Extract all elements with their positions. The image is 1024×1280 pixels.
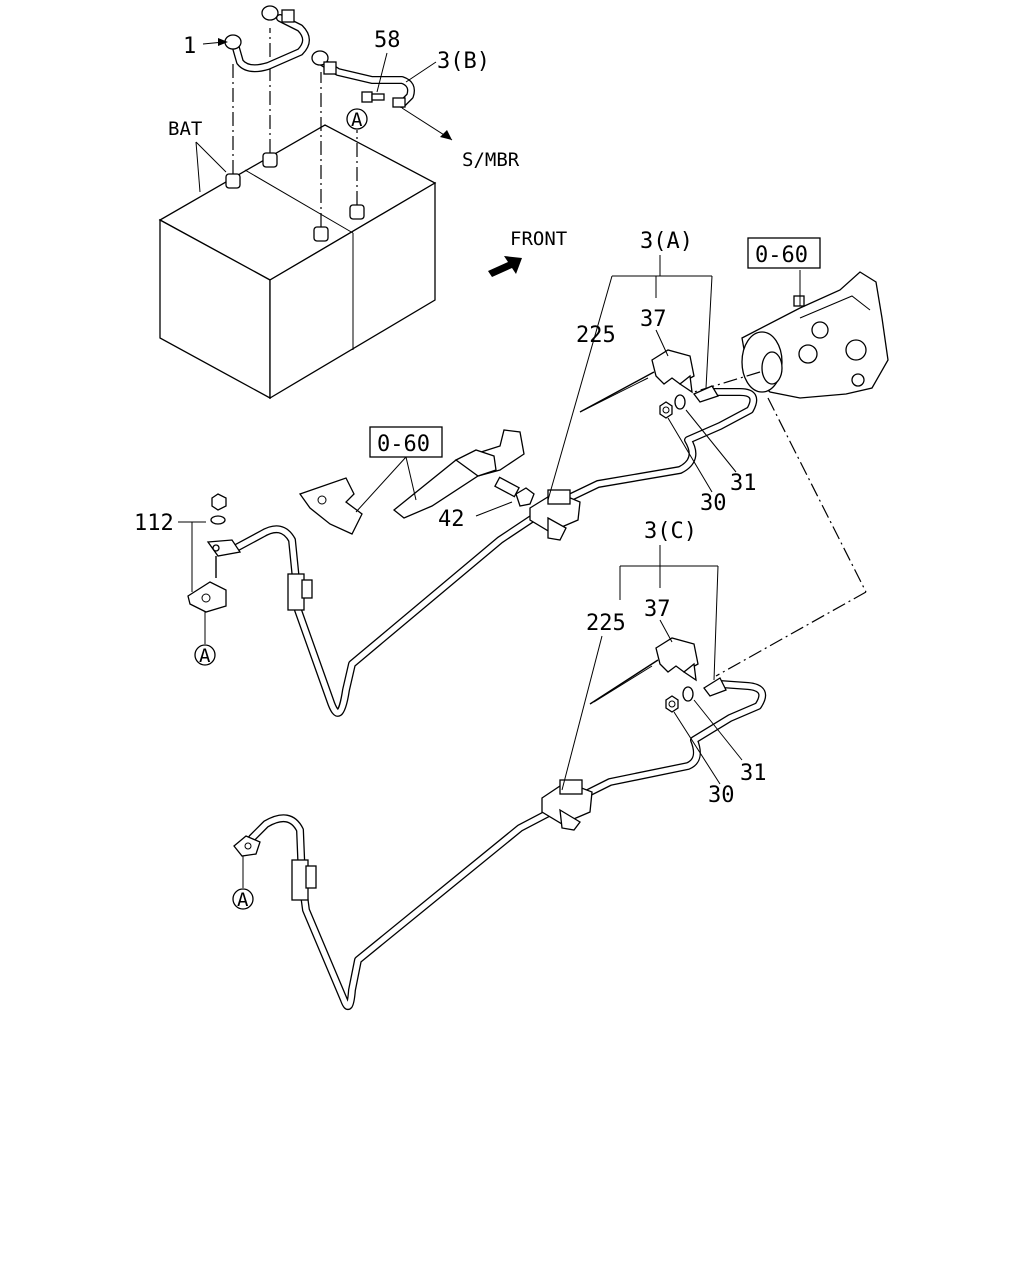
bolt-42 <box>494 476 535 507</box>
short-jumper-cable <box>224 5 310 73</box>
ref-0-60-bracket: 0-60 <box>369 426 443 458</box>
label-part-31-a: 31 <box>730 471 757 496</box>
label-front: FRONT <box>510 228 567 250</box>
svg-text:A: A <box>199 645 211 667</box>
label-part-30-c: 30 <box>708 783 735 808</box>
nut-30-a <box>659 401 673 419</box>
label-part-112: 112 <box>134 511 174 536</box>
svg-text:0-60: 0-60 <box>377 432 430 457</box>
callout-a-bottom: A <box>232 888 254 911</box>
callout-a-top: A <box>346 108 368 131</box>
battery-assembly <box>158 28 437 400</box>
nut-30-c <box>665 695 679 713</box>
label-part-1: 1 <box>183 34 196 59</box>
terminal-cover-37-c <box>589 637 699 705</box>
label-s-mbr: S/MBR <box>462 149 520 171</box>
label-part-225-a: 225 <box>576 323 616 348</box>
label-part-42: 42 <box>438 507 465 532</box>
bolt-58 <box>361 91 385 103</box>
s-mbr-arrow <box>440 130 452 140</box>
label-part-225-c: 225 <box>586 611 626 636</box>
label-part-31-c: 31 <box>740 761 767 786</box>
front-arrow <box>488 256 522 277</box>
cable-3b <box>311 50 415 108</box>
washer-31-a <box>674 394 686 410</box>
svg-text:A: A <box>237 889 249 911</box>
label-part-30-a: 30 <box>700 491 727 516</box>
label-bat: BAT <box>168 118 202 140</box>
cable-3a <box>206 385 758 717</box>
label-part-37-a: 37 <box>640 307 667 332</box>
label-part-3b: 3(B) <box>437 49 490 74</box>
svg-text:A: A <box>351 109 363 131</box>
clamp-225-c <box>541 779 593 831</box>
ref-0-60-starter: 0-60 <box>747 237 821 269</box>
bracket-mount <box>298 429 525 535</box>
label-part-3c: 3(C) <box>644 519 697 544</box>
cable-3c <box>233 677 767 1011</box>
washer-31-c <box>682 686 694 702</box>
callout-a-left: A <box>194 644 216 667</box>
clamp-225-a <box>529 489 581 541</box>
svg-text:0-60: 0-60 <box>755 243 808 268</box>
label-part-37-c: 37 <box>644 597 671 622</box>
terminal-cover-37-a <box>579 349 695 413</box>
starter-motor <box>741 270 889 399</box>
label-part-3a: 3(A) <box>640 229 693 254</box>
label-part-58: 58 <box>374 28 401 53</box>
terminal-112 <box>187 493 227 613</box>
